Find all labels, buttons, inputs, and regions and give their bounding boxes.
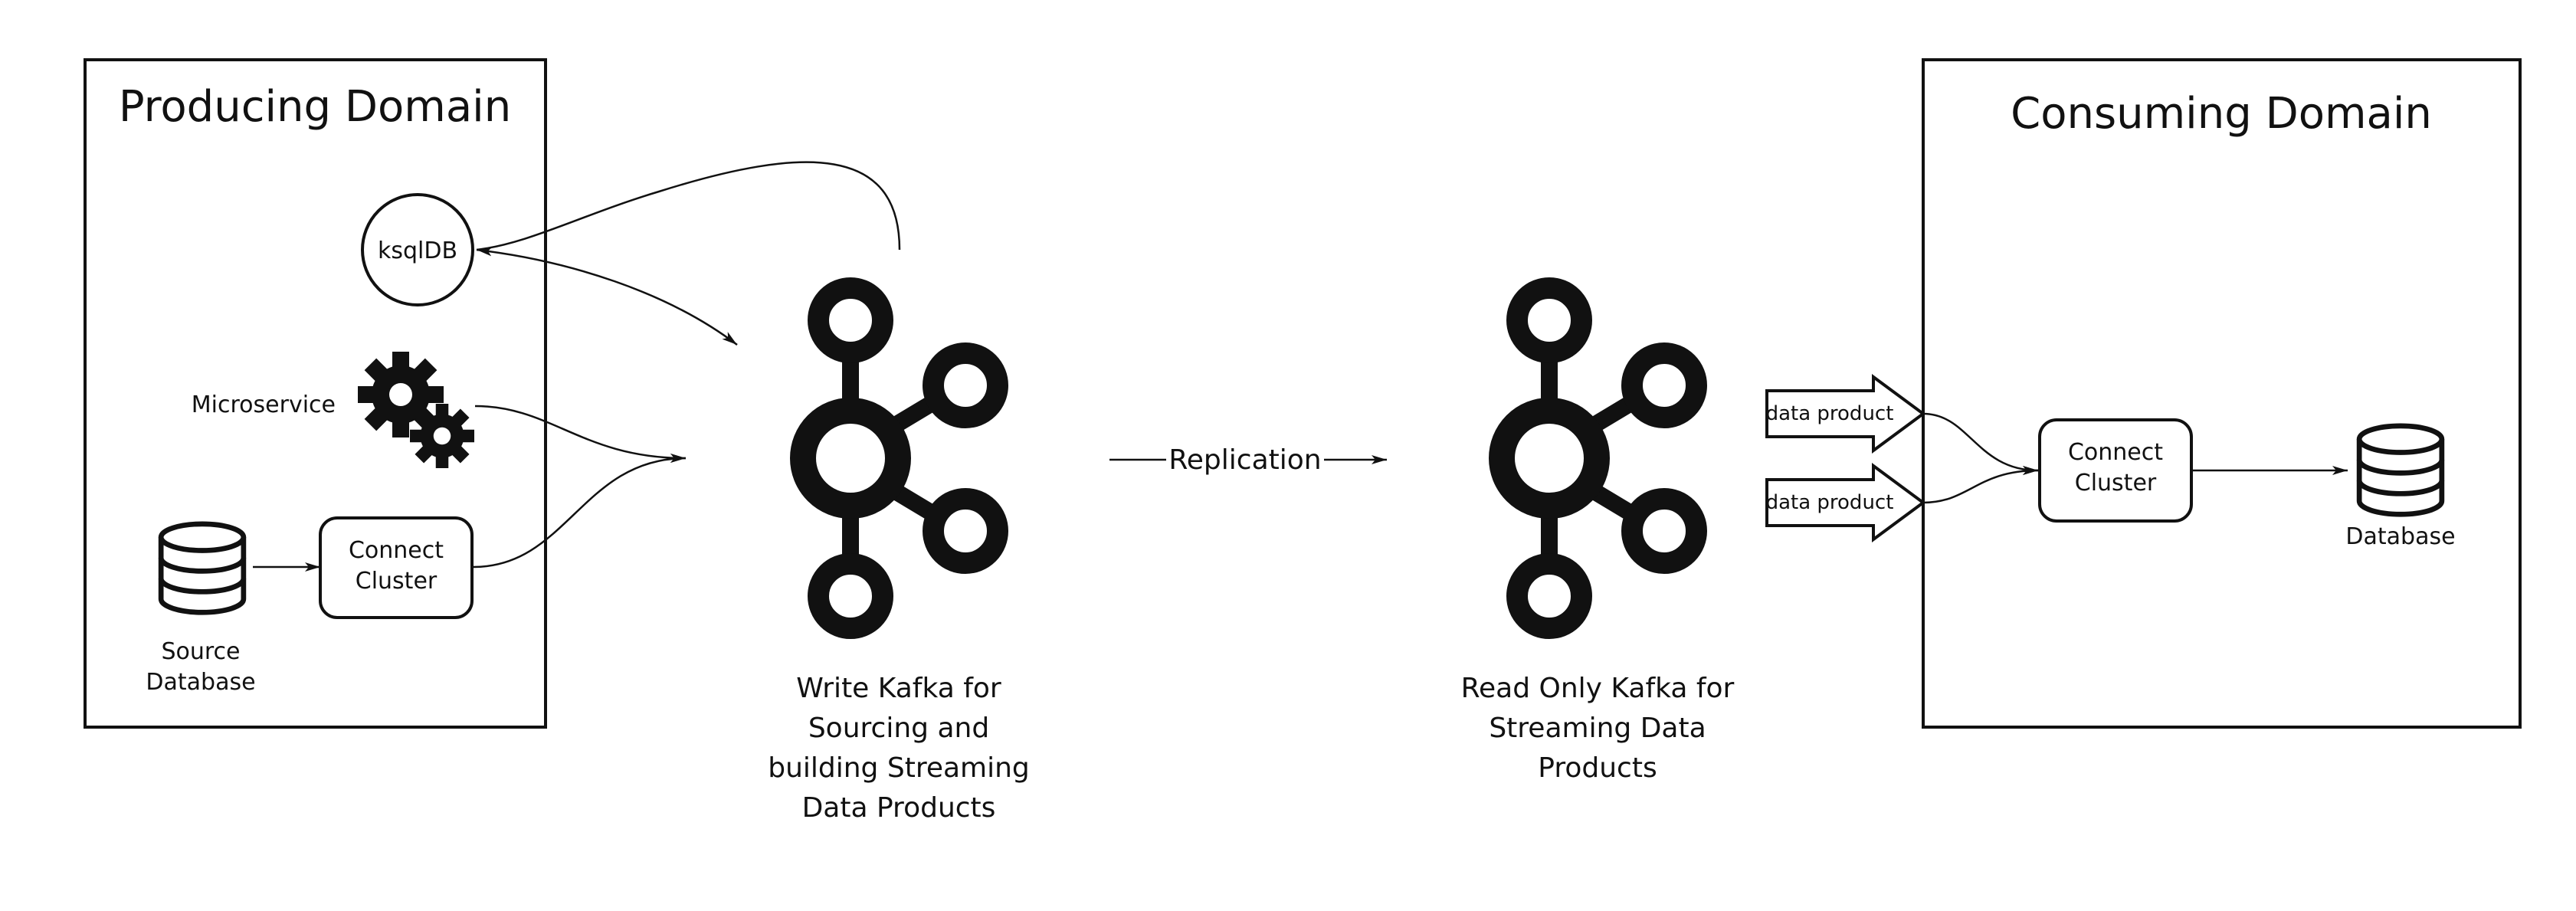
write-kafka-label-line2: Sourcing and [808, 713, 989, 744]
producing-domain: Producing Domain ksqlDB Microservice Sou… [84, 58, 547, 729]
read-kafka-label-line1: Read Only Kafka for [1461, 673, 1735, 704]
connect-kafka-arrow [473, 454, 687, 569]
data-product-arrows: data product data product [1765, 374, 1926, 542]
producing-connectors [473, 161, 901, 569]
consuming-domain-title: Consuming Domain [2011, 89, 2432, 139]
data-product-label-1: data product [1766, 402, 1894, 425]
microservice-label: Microservice [192, 392, 336, 418]
data-product-label-2: data product [1766, 491, 1894, 514]
data-product-arrow-1[interactable]: data product [1765, 374, 1926, 454]
producing-connect-label-line2: Cluster [356, 568, 438, 595]
kafka-to-ksqldb-curve [476, 161, 901, 251]
replication-label: Replication [1168, 444, 1321, 476]
producing-domain-title: Producing Domain [119, 82, 511, 132]
data-product-1-connect-curve [1922, 412, 2039, 475]
data-product-arrow-2[interactable]: data product [1765, 463, 1926, 542]
replication: Replication [1109, 444, 1387, 476]
ksqldb-node[interactable]: ksqlDB [361, 193, 474, 306]
source-database-label-line2: Database [146, 669, 255, 696]
write-kafka-label-line1: Write Kafka for [796, 673, 1001, 704]
kafka-icon [1502, 288, 1696, 628]
read-kafka-label-line3: Products [1538, 752, 1657, 784]
microservice-kafka-arrow [474, 405, 687, 463]
consuming-connect-label-line2: Cluster [2075, 470, 2157, 496]
write-kafka-label-line3: building Streaming [768, 752, 1030, 784]
consuming-database-label: Database [2345, 523, 2455, 550]
producing-domain-box [84, 58, 547, 729]
consuming-connect-label-line1: Connect [2068, 439, 2163, 466]
read-kafka-label-line2: Streaming Data [1489, 713, 1706, 744]
source-database-label-line1: Source [161, 638, 240, 665]
kafka-icon [803, 288, 998, 628]
consuming-connect-cluster[interactable]: Connect Cluster [2038, 418, 2193, 523]
database-icon [161, 524, 244, 612]
producing-connect-cluster[interactable]: Connect Cluster [319, 516, 474, 619]
consuming-domain: Consuming Domain Connect Cluster Databas… [1922, 58, 2522, 729]
data-product-2-connect-curve [1922, 466, 2039, 504]
database-icon [2359, 426, 2442, 514]
write-kafka[interactable]: Write Kafka for Sourcing and building St… [768, 288, 1030, 824]
consuming-domain-box [1922, 58, 2522, 729]
read-kafka[interactable]: Read Only Kafka for Streaming Data Produ… [1461, 288, 1735, 784]
ksqldb-kafka-arrow [476, 247, 738, 346]
write-kafka-label-line4: Data Products [802, 792, 996, 824]
producing-connect-label-line1: Connect [349, 537, 444, 564]
ksqldb-label: ksqlDB [378, 238, 457, 264]
